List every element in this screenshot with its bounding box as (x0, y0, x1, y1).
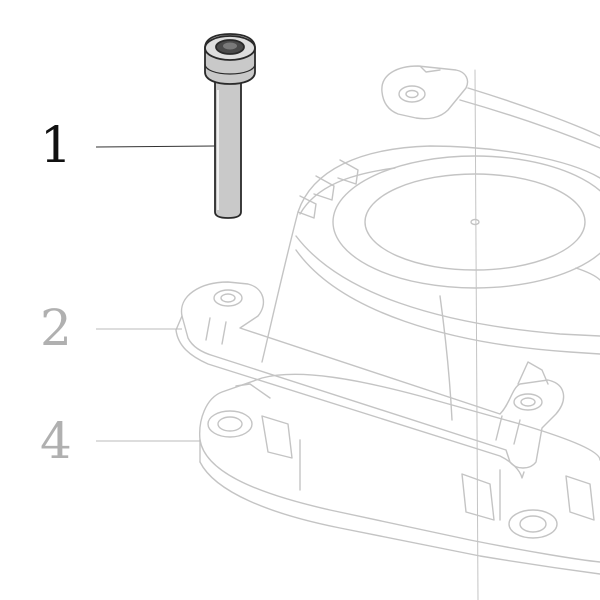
cover-housing-part-2 (261, 65, 600, 421)
frame-bracket (175, 281, 565, 479)
callout-2: 2 (40, 299, 72, 357)
socket-head-cap-screw-icon (204, 33, 256, 219)
leader-line-1 (95, 145, 216, 148)
center-axis-line (474, 69, 479, 600)
callout-1: 1 (40, 116, 72, 174)
callout-4: 4 (40, 412, 72, 470)
housing-assembly-ghost (175, 65, 600, 600)
base-housing-part-4 (199, 373, 600, 575)
